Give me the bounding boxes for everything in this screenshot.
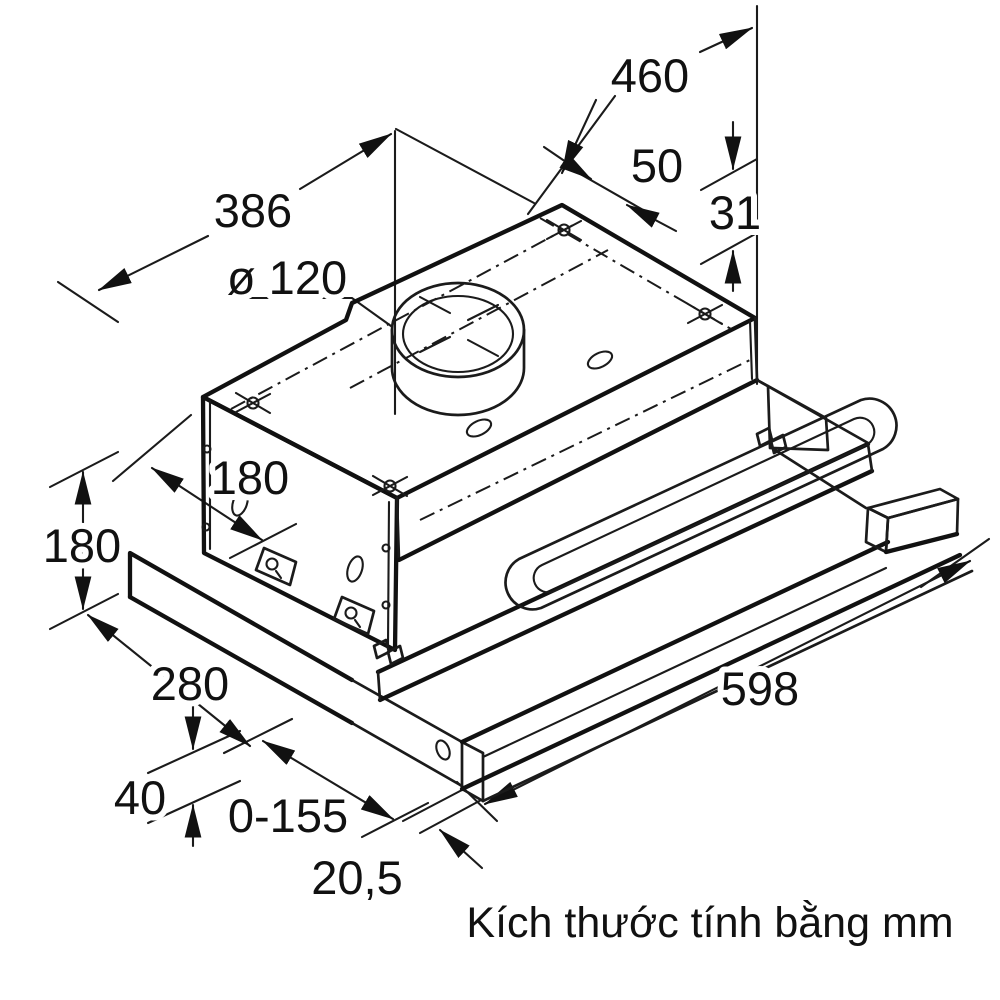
bottom-rail: [459, 539, 974, 803]
mounting-tab: [332, 595, 376, 636]
dim-598-label: 598: [721, 662, 799, 715]
dim-40-label: 40: [114, 771, 166, 824]
lower-housing: [127, 378, 974, 803]
base-left: [127, 550, 355, 683]
dim-50-label: 50: [631, 139, 683, 192]
screw-holes: [234, 218, 724, 498]
mounting-tab: [254, 546, 298, 587]
dim-20-5-label: 20,5: [311, 851, 402, 904]
duct-diameter-leader: [227, 296, 393, 328]
dim-460-label: 460: [611, 49, 689, 102]
extension-lines: [48, 4, 991, 839]
dim-31-label: 31: [709, 186, 761, 239]
hood-body: [200, 202, 760, 653]
dimension-lines: [74, 26, 972, 870]
dimension-labels: 460 50 31 386 ø 120 180 180 280 40 0-155…: [37, 43, 957, 950]
dim-0-155-label: 0-155: [228, 789, 348, 842]
right-bracket: [372, 378, 960, 666]
dim-386-label: 386: [214, 184, 292, 237]
dim-280-label: 280: [151, 657, 229, 710]
handle-recess: [504, 397, 898, 611]
dim-180-height-label: 180: [43, 519, 121, 572]
body-bottom-edge: [396, 377, 760, 563]
dim-180-depth-label: 180: [211, 451, 289, 504]
duct-collar: [390, 281, 526, 417]
units-caption: Kích thước tính bằng mm: [466, 899, 953, 947]
left-panel-details: [201, 444, 391, 636]
dim-duct-diameter-label: ø 120: [227, 251, 347, 304]
